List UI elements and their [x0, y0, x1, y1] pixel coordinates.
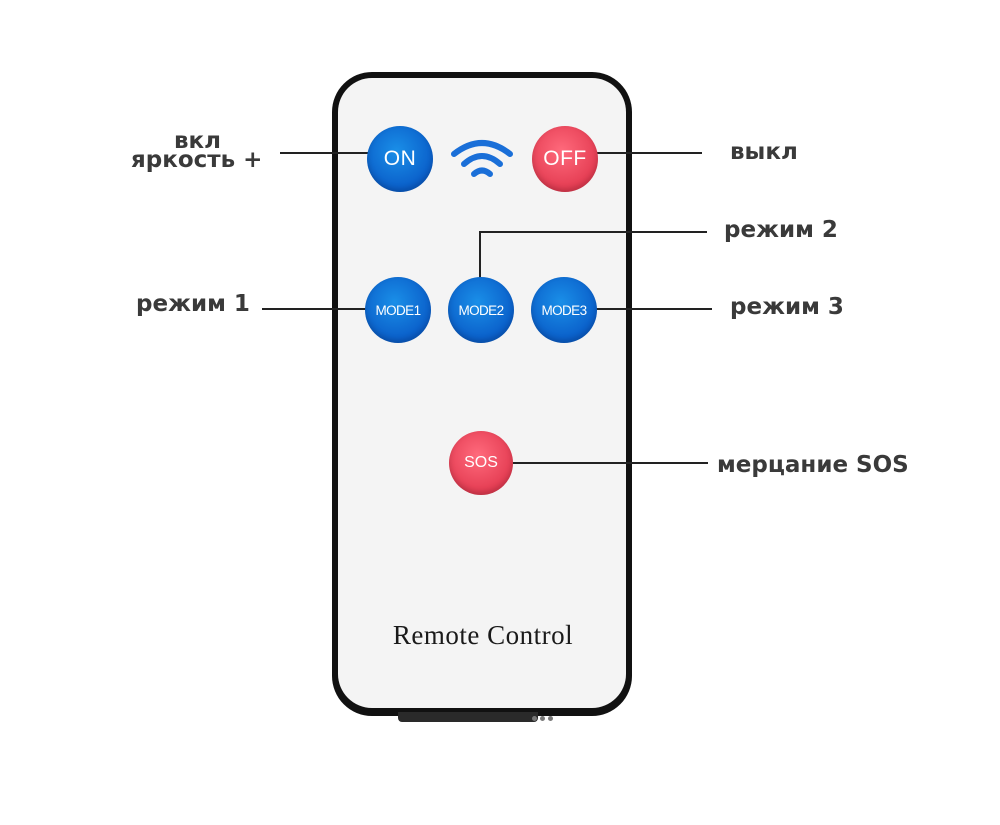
on-button-label: ON: [383, 147, 417, 170]
label-mode2: режим 2: [724, 217, 838, 243]
callout-line-mode2-vertical: [479, 231, 481, 281]
wifi-icon: [451, 140, 513, 177]
mode2-button-label: MODE2: [458, 302, 504, 318]
remote-caption: Remote Control: [392, 620, 574, 650]
on-button[interactable]: ON: [367, 126, 433, 192]
mode1-button[interactable]: MODE1: [365, 277, 431, 343]
callout-line-sos: [513, 462, 708, 464]
callout-line-on: [280, 152, 385, 154]
label-on: вкл: [174, 128, 222, 154]
callout-line-mode2-horizontal: [479, 231, 707, 233]
label-mode3: режим 3: [730, 294, 844, 320]
label-brightness-up: яркость +: [131, 147, 263, 173]
remote-bottom-edge: [398, 712, 538, 722]
callout-line-mode1: [262, 308, 370, 310]
mode3-button[interactable]: MODE3: [531, 277, 597, 343]
label-mode1: режим 1: [136, 291, 250, 317]
off-button[interactable]: OFF: [532, 126, 598, 192]
callout-line-off: [565, 152, 702, 154]
sos-button-label: SOS: [464, 454, 498, 471]
mode3-button-label: MODE3: [541, 302, 587, 318]
label-off: выкл: [730, 139, 798, 165]
callout-line-mode3: [595, 308, 712, 310]
off-button-label: OFF: [543, 147, 587, 170]
mode2-button[interactable]: MODE2: [448, 277, 514, 343]
mode1-button-label: MODE1: [375, 302, 421, 318]
label-sos: мерцание SOS: [717, 452, 909, 478]
sos-button[interactable]: SOS: [449, 431, 513, 495]
indicator-dot: [532, 716, 537, 721]
indicator-dot: [548, 716, 553, 721]
indicator-dot: [540, 716, 545, 721]
